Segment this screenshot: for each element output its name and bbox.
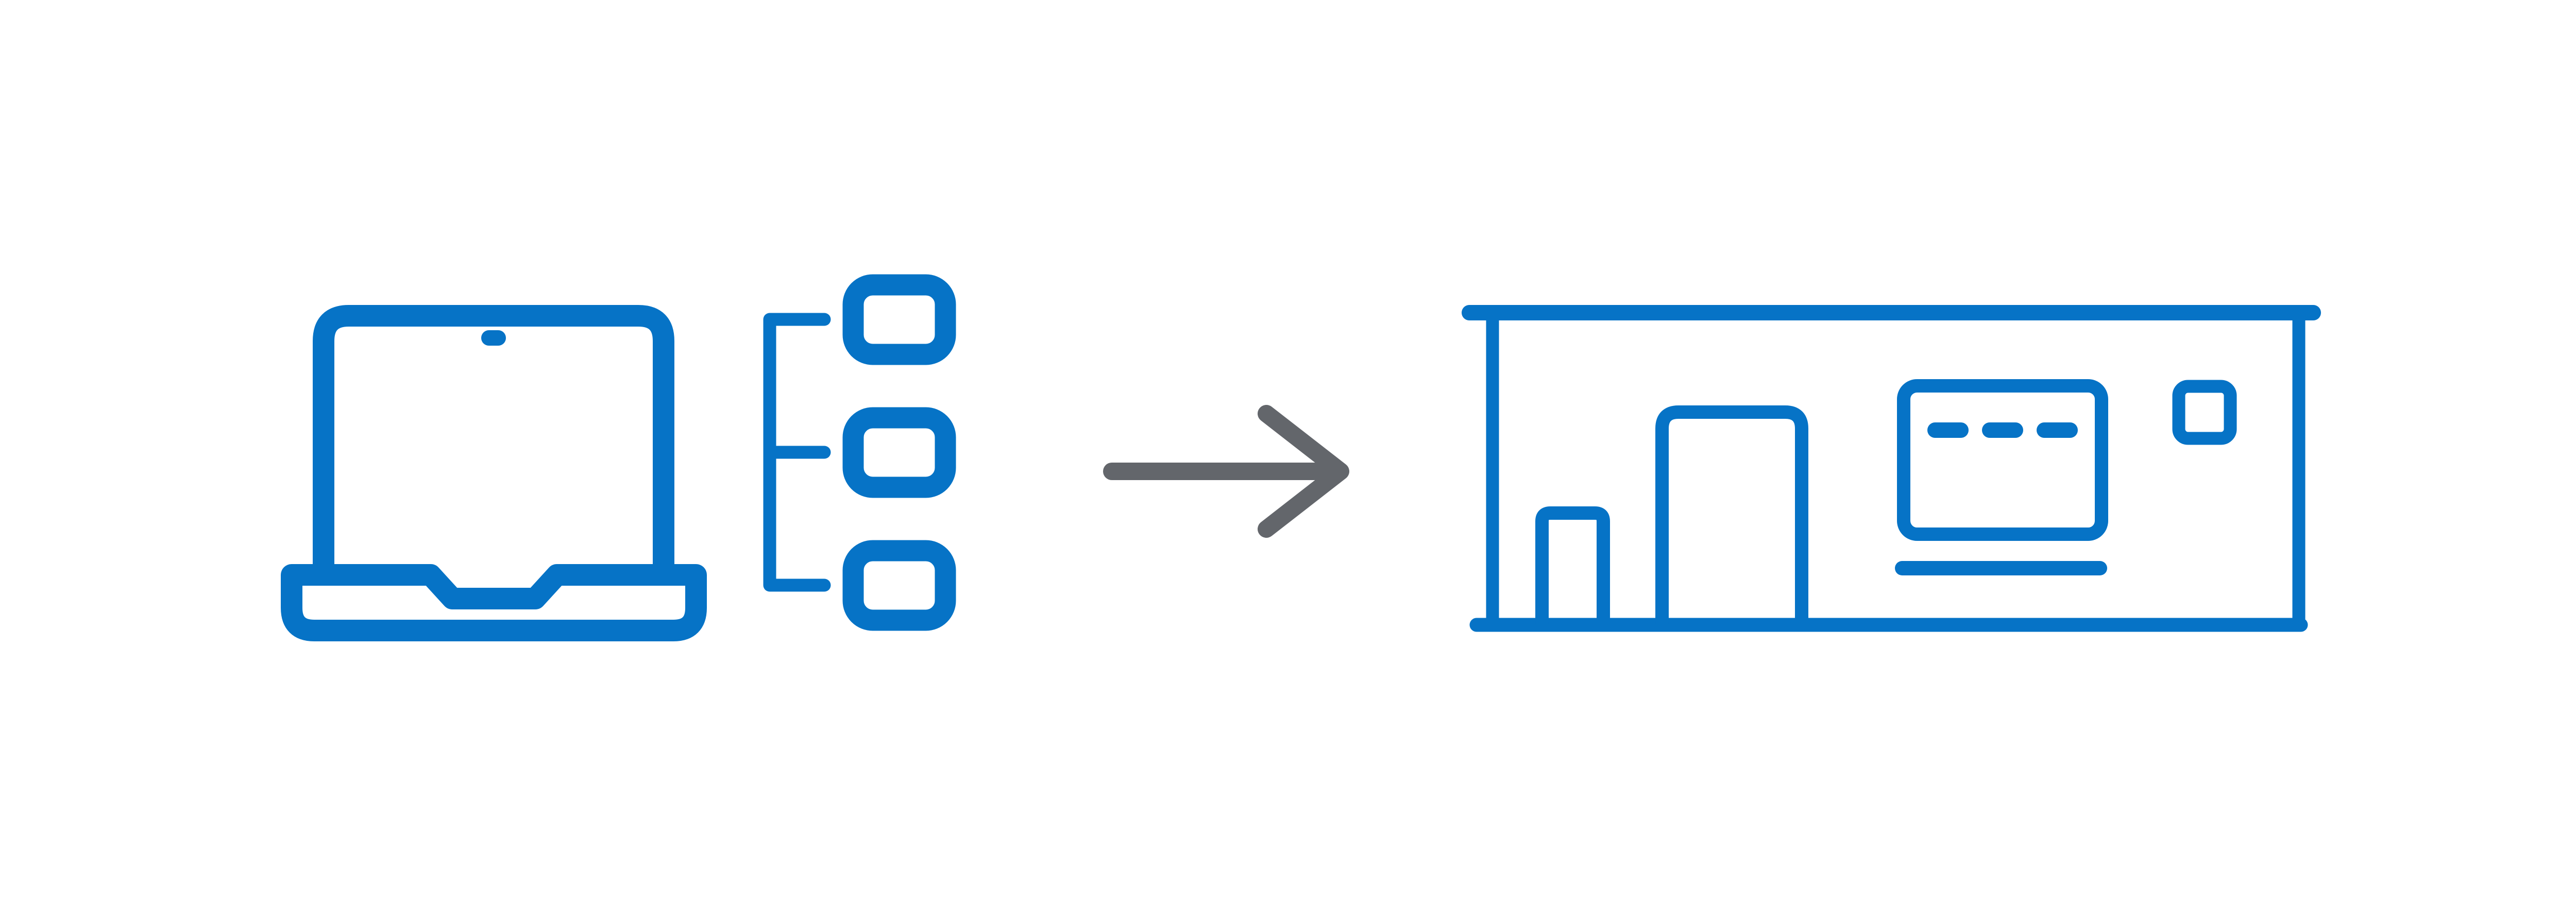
arrow-right-icon xyxy=(1103,405,1349,538)
signboard-underline xyxy=(1895,561,2107,575)
sitemap-node-middle xyxy=(842,407,956,498)
sitemap-node-bottom xyxy=(842,540,956,631)
laptop-screen xyxy=(313,305,674,580)
signboard-dash-2 xyxy=(1982,422,2023,438)
laptop-icon xyxy=(281,305,707,641)
laptop-camera-icon xyxy=(481,330,506,346)
building-icon xyxy=(1462,305,2321,632)
building-window xyxy=(2172,380,2237,445)
building-door xyxy=(1655,405,1808,628)
sitemap-node-top xyxy=(842,274,956,365)
signboard-dash-3 xyxy=(2037,422,2078,438)
arrow-head xyxy=(1258,405,1349,538)
sitemap-bracket xyxy=(763,313,831,592)
sitemap-tree-icon xyxy=(763,274,956,631)
laptop-base xyxy=(281,564,707,641)
building-signboard xyxy=(1897,379,2108,541)
building-crate xyxy=(1535,506,1610,628)
signboard-dash-1 xyxy=(1927,422,1969,438)
